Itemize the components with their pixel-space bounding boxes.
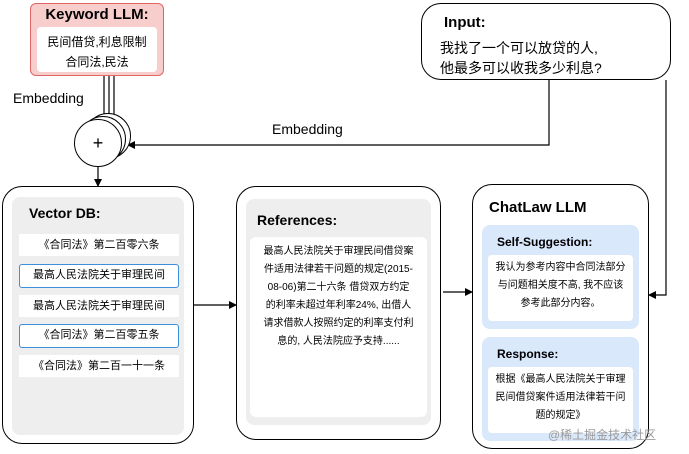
self-suggestion-panel: Self-Suggestion: 我认为参考内容中合同法部分 与问题相关度不高,… — [482, 225, 639, 329]
input-box: Input: 我找了一个可以放贷的人, 他最多可以收我多少利息? — [421, 3, 671, 80]
vector-db-item-highlighted: 最高人民法院关于审理民间 — [19, 264, 179, 288]
response-panel: Response: 根据《最高人民法院关于审理 民间借贷案件适用法律若干问 题的… — [482, 337, 639, 441]
response-text: 根据《最高人民法院关于审理 民间借贷案件适用法律若干问 题的规定》 — [488, 367, 633, 433]
keyword-llm-inner: 民间借贷,利息限制 合同法,民法 — [37, 27, 157, 72]
references-line: 件适用法律若干问题的规定(2015- — [264, 264, 413, 275]
self-suggestion-title: Self-Suggestion: — [497, 235, 593, 249]
keyword-llm-box: Keyword LLM: 民间借贷,利息限制 合同法,民法 — [30, 3, 164, 76]
plus-circle: + — [74, 119, 122, 167]
references-line: 最高人民法院关于审理民间借贷案 — [263, 246, 414, 257]
plus-label: + — [92, 133, 104, 153]
references-box: References: 最高人民法院关于审理民间借贷案 件适用法律若干问题的规定… — [236, 186, 441, 440]
keyword-llm-line2: 合同法,民法 — [65, 55, 129, 69]
references-line: 请求借款人按照约定的利率支付利 — [263, 318, 414, 329]
plus-stack: + — [73, 113, 135, 168]
vector-db-title: Vector DB: — [29, 205, 101, 221]
references-line: 息的, 人民法院应予支持...... — [277, 336, 400, 347]
self-suggestion-line: 我认为参考内容中合同法部分 — [495, 262, 626, 273]
self-suggestion-line: 参考此部分内容。 — [520, 298, 601, 309]
response-title: Response: — [497, 347, 559, 361]
keyword-to-plus-connector — [103, 76, 115, 114]
keyword-llm-line1: 民间借贷,利息限制 — [47, 35, 147, 49]
input-to-plus-arrow — [127, 80, 550, 149]
references-title: References: — [257, 212, 338, 228]
response-line: 根据《最高人民法院关于审理 — [495, 374, 626, 385]
input-title: Input: — [444, 14, 486, 31]
embedding-label-top: Embedding — [272, 121, 343, 137]
vector-db-item: 《合同法》第二百一十一条 — [19, 355, 179, 377]
vector-db-item: 《合同法》第二百零六条 — [19, 234, 179, 256]
references-text: 最高人民法院关于审理民间借贷案 件适用法律若干问题的规定(2015- 08-06… — [250, 237, 427, 417]
references-line: 08-06)第二十六条 借贷双方约定 — [267, 282, 410, 293]
references-line: 的利率未超过年利率24%, 出借人 — [265, 300, 412, 311]
input-line1: 我找了一个可以放贷的人, — [440, 40, 598, 56]
response-line: 民间借贷案件适用法律若干问 — [495, 392, 626, 403]
self-suggestion-line: 与问题相关度不高, 我不应该 — [497, 280, 624, 291]
input-line2: 他最多可以收我多少利息? — [440, 60, 602, 76]
embedding-label-left: Embedding — [13, 90, 84, 106]
watermark: @稀土掘金技术社区 — [548, 428, 657, 442]
response-line: 题的规定》 — [535, 410, 586, 421]
keyword-llm-title: Keyword LLM: — [45, 6, 149, 23]
self-suggestion-text: 我认为参考内容中合同法部分 与问题相关度不高, 我不应该 参考此部分内容。 — [488, 255, 633, 321]
chatlaw-title: ChatLaw LLM — [489, 199, 587, 216]
vector-db-box: Vector DB: 《合同法》第二百零六条 最高人民法院关于审理民间 最高人民… — [2, 186, 194, 444]
vector-db-item: 最高人民法院关于审理民间 — [19, 295, 179, 317]
vector-db-item-highlighted: 《合同法》第二百零五条 — [19, 324, 179, 348]
chatlaw-box: ChatLaw LLM Self-Suggestion: 我认为参考内容中合同法… — [472, 184, 649, 449]
input-to-chatlaw-arrow — [648, 80, 667, 299]
